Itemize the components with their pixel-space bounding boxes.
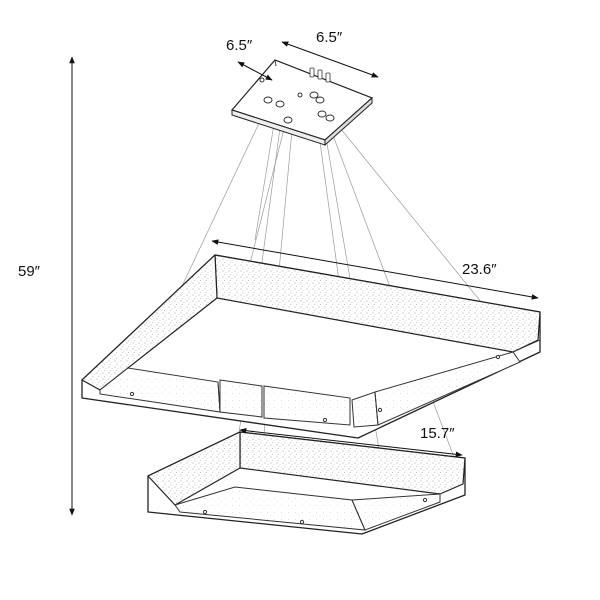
canopy-width-label: 6.5″ — [316, 29, 343, 46]
canopy-width-dimension-line — [281, 41, 379, 78]
small-ring-dimension-line — [239, 427, 463, 458]
canopy-depth-dimension-line — [237, 61, 273, 81]
large-ring-dimension-line — [211, 239, 539, 300]
canopy-depth-label: 6.5″ — [226, 37, 253, 54]
large-ring-width-label: 23.6″ — [462, 261, 497, 278]
dimension-lines — [69, 41, 539, 516]
canopy-wire-grips — [263, 91, 335, 124]
small-ring-width-label: 15.7″ — [420, 425, 455, 442]
height-label: 59″ — [18, 263, 41, 280]
large-square-ring — [81, 254, 541, 439]
small-square-ring — [147, 431, 466, 535]
ceiling-canopy — [230, 59, 374, 147]
